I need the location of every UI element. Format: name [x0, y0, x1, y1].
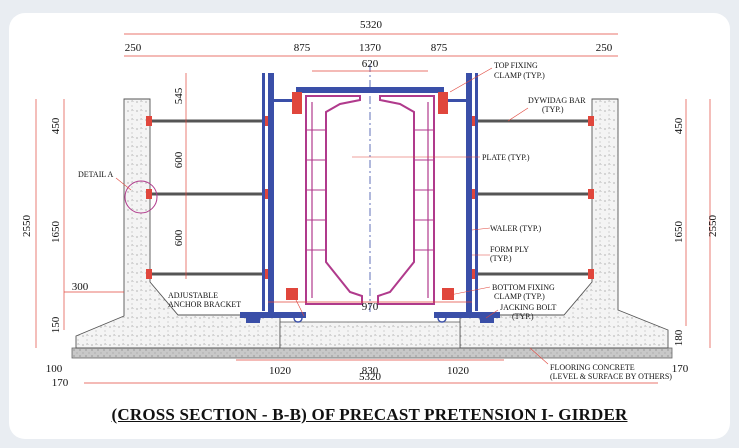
dimension-lines [35, 33, 711, 384]
dim-base-left: 1020 [269, 365, 292, 377]
label-jack-2: (TYP.) [512, 312, 534, 321]
label-floor-2: (LEVEL & SURFACE BY OTHERS) [550, 372, 672, 381]
dim-bottom-flange: 970 [362, 301, 379, 313]
jacking-bolts [251, 313, 489, 323]
label-top-clamp-1: TOP FIXING [494, 61, 538, 70]
dim-base-right: 1020 [447, 365, 470, 377]
dim-slab-h: 100 [46, 363, 63, 375]
dim-wall-right: 250 [596, 42, 613, 54]
right-column-flange [475, 73, 478, 311]
girder-form [305, 95, 435, 305]
detail-a-circle [124, 180, 158, 214]
dim-toe: 300 [72, 281, 89, 293]
dim-slab-right: 170 [672, 363, 689, 375]
right-steel-column [466, 73, 472, 313]
left-steel-column [268, 73, 274, 313]
label-plate: PLATE (TYP.) [482, 153, 530, 162]
dim-top-right: 450 [673, 117, 685, 134]
dim-spacing-2: 600 [173, 151, 185, 168]
dywidag-bars [150, 119, 592, 276]
label-floor-1: FLOORING CONCRETE [550, 363, 635, 372]
label-bottom-clamp-1: BOTTOM FIXING [492, 283, 555, 292]
label-detail-a: DETAIL A [78, 170, 114, 179]
dim-height-total-right: 2550 [707, 215, 719, 238]
label-form-ply-1: FORM PLY [490, 245, 529, 254]
label-form-ply-2: (TYP.) [490, 254, 512, 263]
dim-spacing-1: 545 [173, 87, 185, 104]
label-dywidag-2: (TYP.) [542, 105, 564, 114]
drawing-title: (CROSS SECTION - B-B) OF PRECAST PRETENS… [111, 405, 628, 424]
label-bottom-clamp-2: CLAMP (TYP.) [494, 292, 545, 301]
dim-height-inner-left: 1650 [50, 221, 62, 244]
leader-lines [115, 67, 549, 365]
dim-slab-left: 170 [52, 377, 69, 389]
center-base [279, 321, 461, 349]
label-jack-1: JACKING BOLT [500, 303, 556, 312]
label-waler: WALER (TYP.) [490, 224, 541, 233]
dim-center-width: 1370 [359, 42, 382, 54]
dim-height-inner-right: 1650 [673, 221, 685, 244]
dim-top-flange: 620 [362, 58, 379, 70]
form-stiffeners [306, 129, 434, 251]
left-column-flange [262, 73, 265, 311]
label-top-clamp-2: CLAMP (TYP.) [494, 71, 545, 80]
dim-base-center: 830 [362, 365, 379, 377]
dim-spacing-3: 600 [173, 229, 185, 246]
dim-height-total-left: 2550 [21, 215, 33, 238]
dim-gap-left: 875 [294, 42, 311, 54]
dim-gap-right: 875 [431, 42, 448, 54]
dim-top-left: 450 [50, 117, 62, 134]
bar-nuts [146, 116, 594, 279]
label-dywidag-1: DYWIDAG BAR [528, 96, 586, 105]
dim-wall-left: 250 [125, 42, 142, 54]
dim-base-right-h: 180 [673, 329, 685, 346]
dim-overall-bottom: 5320 [359, 371, 382, 383]
label-anchor-2: ANCHOR BRACKET [168, 300, 241, 309]
label-anchor-1: ADJUSTABLE [168, 291, 218, 300]
dim-overall-top: 5320 [360, 19, 383, 31]
top-fixing-clamps [274, 87, 466, 114]
dim-base-left-h: 150 [50, 316, 62, 333]
